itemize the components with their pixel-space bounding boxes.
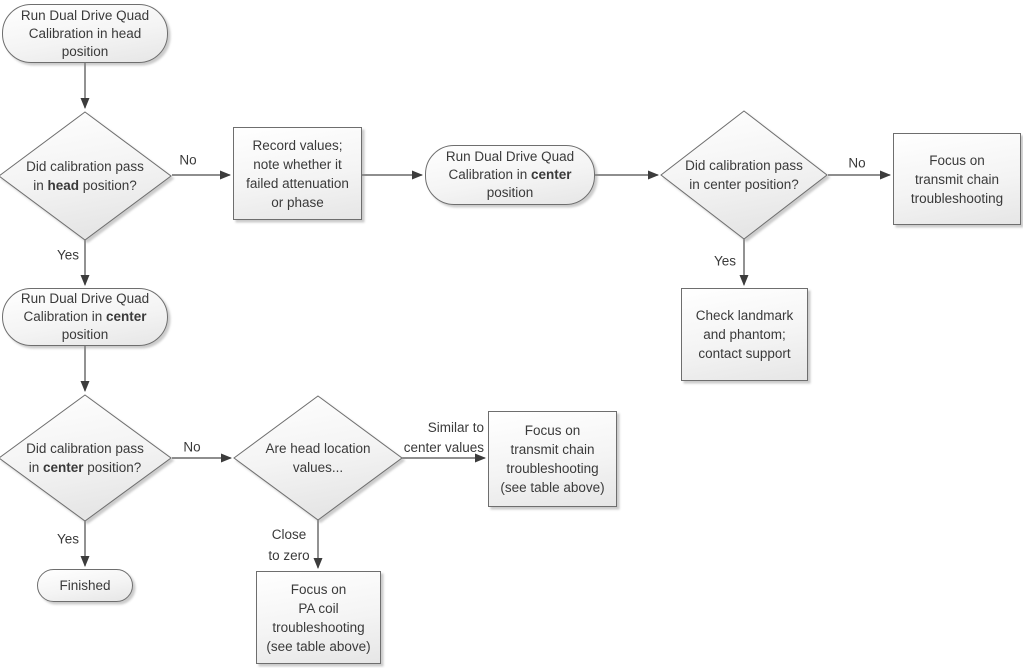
node-line: and phantom; [703, 327, 786, 342]
node-record-values: Record values; note whether it failed at… [233, 127, 362, 220]
node-line: transmit chain [914, 171, 1000, 187]
edge-label-close-to-zero: Close to zero [268, 527, 310, 563]
node-transmit-chain-bottom: Focus on transmit chain troubleshooting … [488, 411, 617, 507]
decision-pass-center-right-shape [660, 110, 828, 240]
node-run-center-top: Run Dual Drive Quad Calibration in cente… [425, 145, 595, 205]
node-line: (see table above) [266, 638, 371, 654]
node-line: Calibration in center [23, 309, 147, 324]
node-line: Focus on [929, 152, 985, 168]
edge-label-yes-center-right: Yes [713, 253, 737, 269]
node-line: troubleshooting [910, 190, 1004, 206]
node-line: note whether it [253, 156, 342, 172]
node-run-center-left: Run Dual Drive Quad Calibration in cente… [2, 288, 168, 346]
node-line: Record values; [252, 137, 343, 153]
node-check-landmark: Check landmark and phantom; contact supp… [681, 288, 808, 381]
node-line: Calibration in center [448, 167, 572, 182]
edge-label-no-center-right: No [848, 155, 866, 171]
edge-label-similar-to-center-values: Similar to center values [403, 420, 484, 455]
node-line: Focus on [524, 423, 581, 438]
node-pa-coil: Focus on PA coil troubleshooting (see ta… [256, 571, 381, 664]
node-finished: Finished [37, 569, 133, 602]
node-line: Run Dual Drive Quad [445, 149, 575, 164]
node-line: Finished [59, 577, 111, 593]
node-line: Calibration in head [28, 25, 142, 41]
decision-pass-center-left-shape [0, 394, 172, 522]
decision-head-values-label: Are head location values... [265, 441, 371, 475]
node-line: position [61, 327, 109, 342]
edge-label-yes-center-left: Yes [56, 531, 80, 547]
decision-pass-center-left-label: Did calibration pass in center position? [26, 441, 144, 475]
decision-pass-head-shape [0, 111, 172, 241]
node-line: transmit chain [510, 442, 595, 457]
node-line: Check landmark [695, 308, 794, 323]
decision-pass-center-right-label: Did calibration pass in center position? [685, 158, 803, 192]
edge-label-no-center-left: No [183, 439, 201, 455]
node-line: PA coil [298, 600, 339, 616]
edge-label-yes-head: Yes [56, 247, 80, 263]
decision-head-values-shape [233, 395, 403, 521]
node-line: position [61, 43, 109, 59]
node-line: troubleshooting [272, 619, 365, 635]
node-line: Focus on [290, 581, 347, 597]
node-line: contact support [698, 346, 791, 361]
decision-pass-head-label: Did calibration pass in head position? [26, 159, 144, 193]
node-run-head: Run Dual Drive Quad Calibration in head … [2, 4, 168, 63]
node-line: troubleshooting [506, 461, 599, 476]
edge-label-no-head: No [179, 152, 197, 168]
node-line: position [486, 185, 534, 200]
node-line: Run Dual Drive Quad [20, 291, 150, 306]
node-line: or phase [271, 194, 324, 210]
node-line: Run Dual Drive Quad [20, 7, 150, 23]
node-line: (see table above) [500, 480, 605, 495]
node-line: failed attenuation [246, 175, 349, 191]
node-transmit-chain-right: Focus on transmit chain troubleshooting [893, 133, 1021, 225]
